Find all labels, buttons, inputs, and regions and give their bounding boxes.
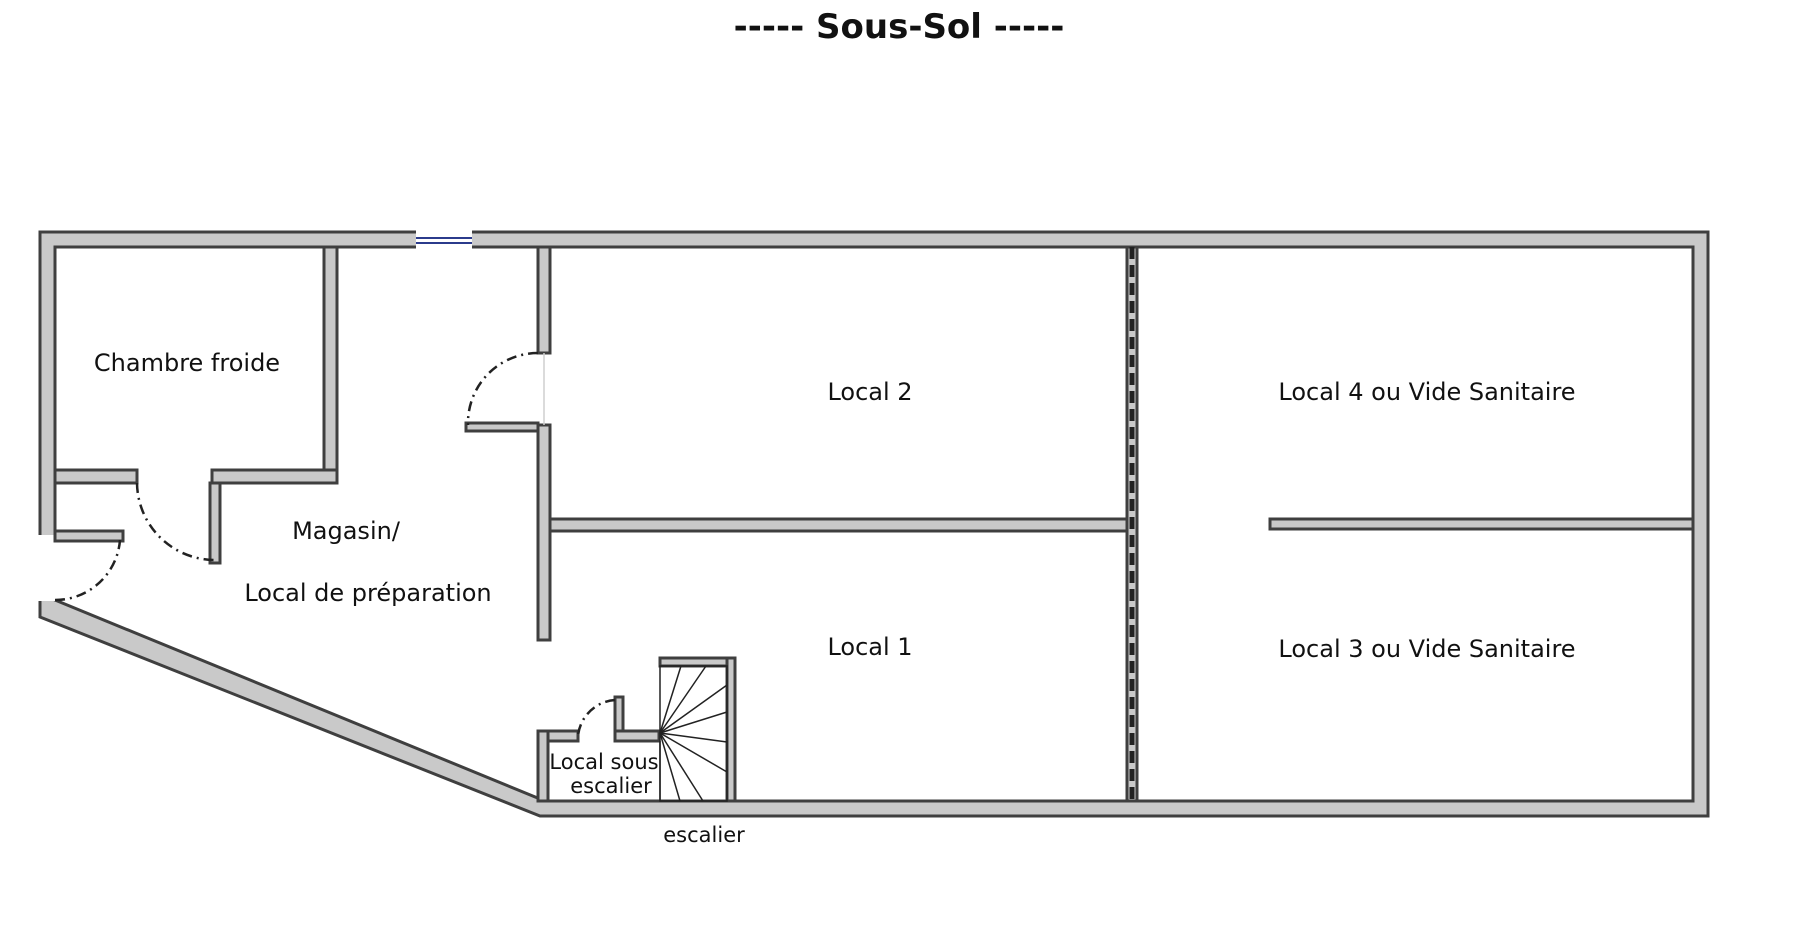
label-local-de-preparation: Local de préparation xyxy=(244,579,491,607)
label-chambre-froide: Chambre froide xyxy=(94,349,280,377)
label-local-sous-escalier-2: escalier xyxy=(570,774,652,798)
plan-title: ----- Sous-Sol ----- xyxy=(734,7,1065,47)
left-door xyxy=(37,529,125,602)
local2-local1-wall xyxy=(548,517,1129,533)
magasin-local2-wall xyxy=(464,245,552,642)
dashed-middle-wall xyxy=(1125,245,1139,803)
label-escalier: escalier xyxy=(663,823,745,847)
local4-local3-wall xyxy=(1268,517,1695,531)
local-sous-escalier-walls xyxy=(536,695,661,803)
label-local-3: Local 3 ou Vide Sanitaire xyxy=(1278,635,1575,663)
label-local-4: Local 4 ou Vide Sanitaire xyxy=(1278,378,1575,406)
label-local-2: Local 2 xyxy=(827,378,912,406)
chambre-froide-walls xyxy=(53,245,339,565)
label-magasin: Magasin/ xyxy=(292,517,401,545)
label-local-sous-escalier-1: Local sous xyxy=(549,750,658,774)
window xyxy=(416,229,472,250)
stair-treads xyxy=(659,665,728,802)
stair-enclosure xyxy=(658,656,737,803)
label-local-1: Local 1 xyxy=(827,633,912,661)
